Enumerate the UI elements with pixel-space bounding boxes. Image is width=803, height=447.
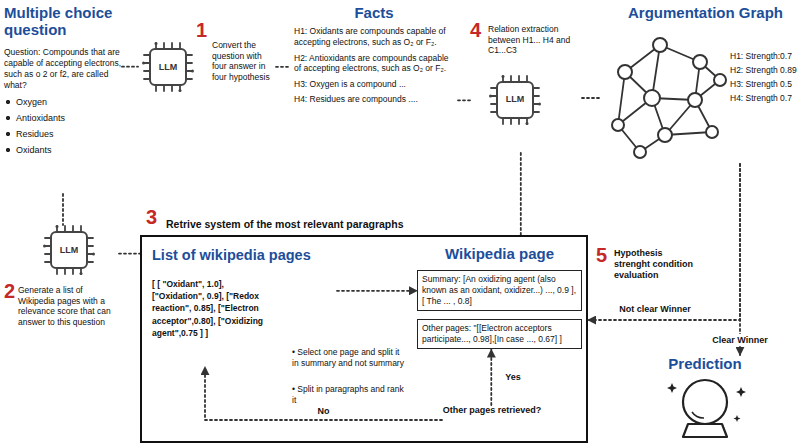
text: Prediction [640, 355, 770, 372]
llm-icon [142, 42, 194, 92]
text: 2 [4, 281, 15, 301]
llm-step: LLM 2Generate a list of Wikipedia pages w… [4, 225, 119, 355]
text: Residues [4, 129, 122, 139]
text: Facts [294, 4, 454, 21]
text: List of wikipedia pages [152, 247, 337, 264]
text: Other pages retrieved? [442, 405, 542, 416]
bullet-note: • Select one page and split it in summar… [292, 347, 407, 369]
wikipedia-page: Wikipedia pageSummary: [An oxidizing age… [417, 245, 582, 395]
text: H4: Strength 0.7 [730, 91, 792, 105]
other-pages-box: Other pages: "[[Electron acceptors parti… [417, 319, 582, 349]
text: Relation extraction between H1... H4 and… [488, 24, 580, 56]
crystal-ball [667, 380, 746, 437]
prediction: Prediction [640, 355, 770, 445]
step-note: Hypothesis strenght condition evaluation [614, 248, 699, 280]
facts-block: FactsH1: Oxidants are compounds capable … [290, 4, 458, 176]
dotted-connector [276, 66, 290, 68]
text: Oxidants [4, 145, 122, 155]
graph-illustration [612, 38, 726, 158]
dotted-connector [205, 367, 442, 420]
argumentation-graph: Argumentation GraphH1: Strength:0.7H2: S… [600, 4, 800, 164]
dotted-connector [490, 350, 492, 406]
text: Retrive system of the most relevant para… [166, 218, 404, 230]
text: Antioxidants [4, 113, 122, 123]
text: LLM [497, 94, 533, 105]
text: [ [ "Oxidant", 1.0], ["Oxidation", 0.9],… [152, 278, 270, 340]
text: H3: Strength 0.5 [730, 77, 792, 91]
llm-step: 4 Relation extraction between H1... H4 an… [470, 20, 582, 150]
dotted-connector [458, 99, 470, 101]
text: Argumentation Graph [628, 4, 783, 21]
callout-number: 5 [596, 245, 607, 265]
dotted-connector [582, 97, 600, 99]
llm-icon [489, 75, 541, 125]
dotted-connector [122, 66, 138, 68]
text: LLM [150, 62, 186, 73]
dotted-connector [520, 150, 522, 235]
text: Generate a list of Wikipedia pages with … [18, 285, 118, 328]
text: LLM [51, 245, 87, 256]
text: Other pages: "[[Electron acceptors parti… [422, 323, 577, 345]
text: Question: Compounds that are capable of … [4, 47, 122, 91]
text: Oxygen [4, 97, 122, 107]
text: H4: Residues are compounds .... [294, 94, 454, 105]
edge-label: Clear Winner [710, 334, 769, 346]
text: Convert the question with four answer in… [212, 40, 276, 83]
dotted-connector [337, 290, 417, 292]
summary-box: Summary: [An oxidizing agent (also known… [417, 270, 582, 311]
llm-step: LLM 1Convert the question with four answe… [138, 20, 276, 110]
text: H1: Strength:0.7 [730, 49, 792, 63]
text: 3 [146, 207, 157, 227]
text: Summary: [An oxidizing agent (also known… [422, 274, 577, 307]
text: H2: Strength 0.89 [730, 63, 797, 77]
edge-label: No [316, 405, 332, 417]
question-block: Multiple choice questionQuestion: Compou… [4, 4, 122, 194]
dotted-connector [119, 253, 140, 255]
text: Multiple choice question [4, 4, 122, 39]
bullet-note: • Split in paragraphs and rank it [292, 384, 407, 406]
text: H2: Antioxidants are compounds capable o… [294, 53, 454, 74]
text: Wikipedia page [417, 245, 582, 262]
text: H1: Oxidants are compounds capable of ac… [294, 26, 454, 47]
llm-icon [43, 225, 95, 275]
retrieval-box: 3Retrive system of the most relevant par… [140, 235, 588, 443]
dotted-connector [62, 194, 64, 225]
text: 4 [470, 20, 481, 40]
edge-label: Yes [503, 371, 523, 383]
text: H3: Oxygen is a compound ... [294, 79, 454, 90]
text: 1 [196, 20, 207, 40]
dotted-connector [588, 164, 740, 320]
edge-label: Not clear Winner [617, 303, 692, 315]
decision-text: Other pages retrieved? [442, 405, 542, 435]
